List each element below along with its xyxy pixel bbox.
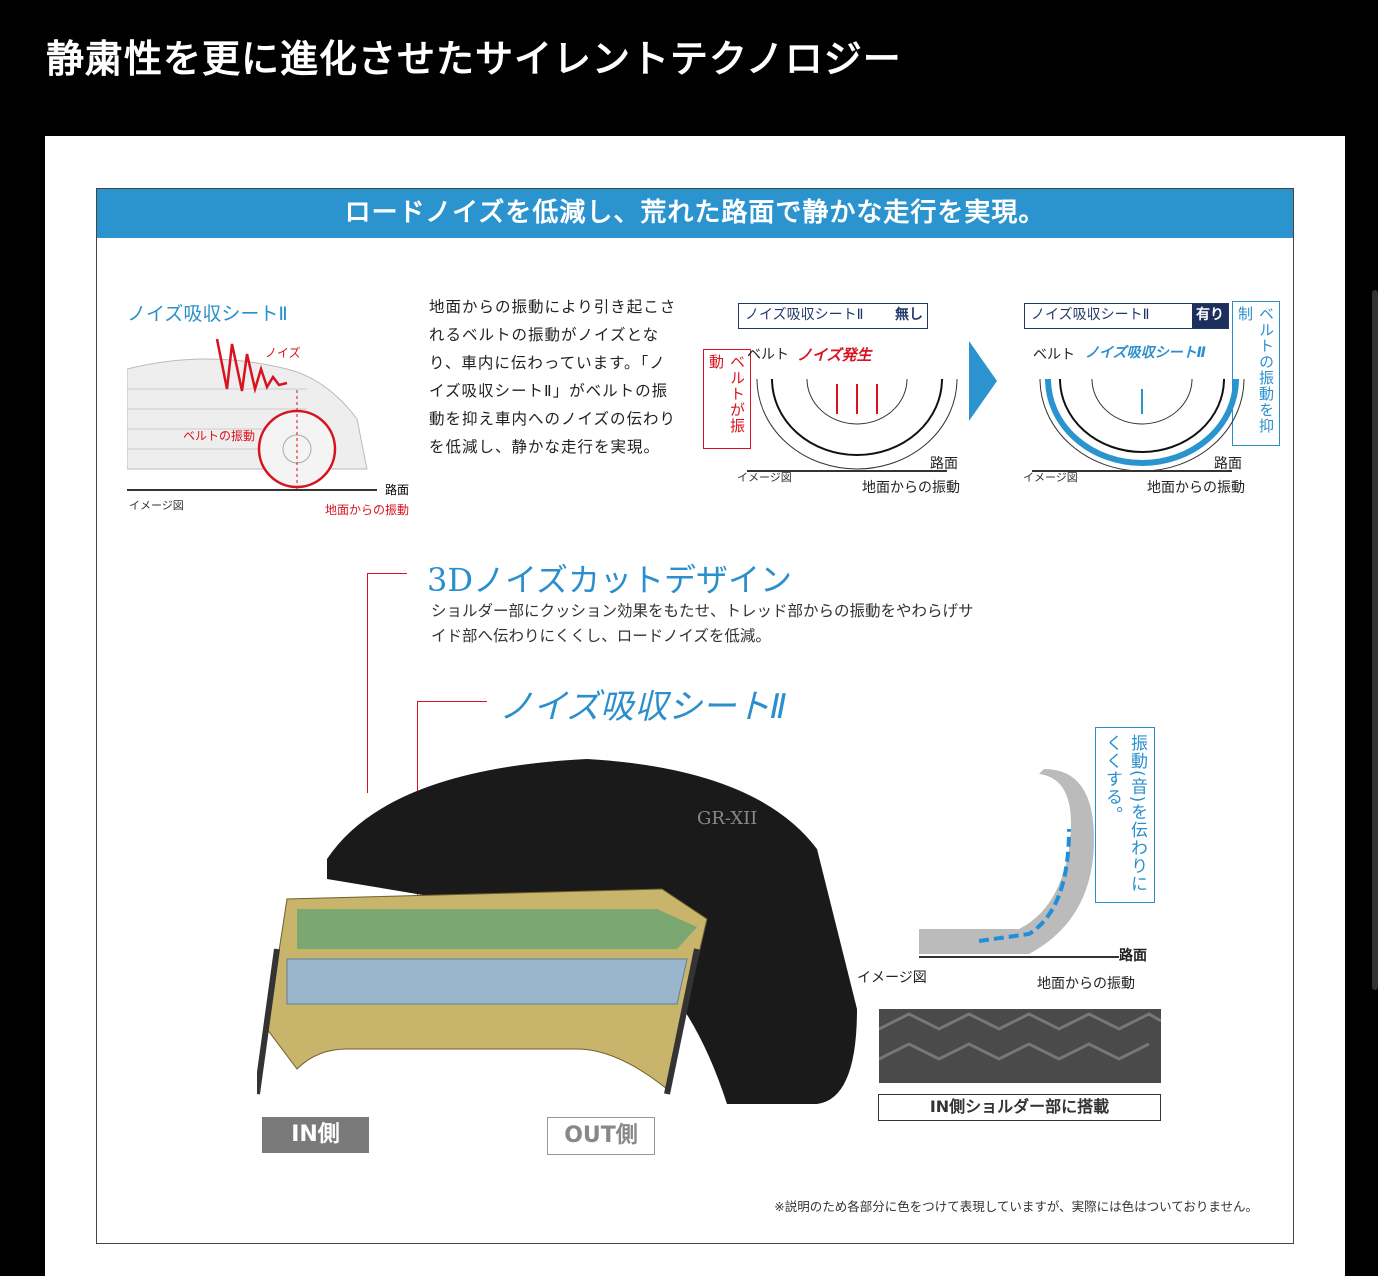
without-ground-vibration: 地面からの振動: [862, 480, 960, 496]
3d-design-title: 3Dノイズカットデザイン: [427, 561, 793, 599]
arrow-right-icon: [969, 341, 997, 421]
3d-leader-line: [367, 573, 407, 793]
in-side-label: IN側: [262, 1117, 369, 1153]
sheet-feature-title: ノイズ吸収シートⅡ: [499, 687, 787, 727]
with-ground-vibration: 地面からの振動: [1147, 480, 1245, 496]
shoulder-image-note: イメージ図: [857, 970, 927, 986]
tire-brand-mark: GR-XII: [697, 808, 757, 829]
belt-label: ベルト: [747, 347, 789, 363]
tire-cutaway: GR-XII: [257, 759, 857, 1104]
page-title: 静粛性を更に進化させたサイレントテクノロジー: [46, 37, 902, 81]
with-image-note: イメージ図: [1023, 471, 1078, 484]
banner: ロードノイズを低減し、荒れた路面で静かな走行を実現。: [97, 189, 1293, 238]
without-sheet-header: ノイズ吸収シートⅡ 無し: [738, 303, 928, 329]
footnote: ※説明のため各部分に色をつけて表現していますが、実際には色はついておりません。: [774, 1199, 1258, 1214]
shoulder-road-label: 路面: [1119, 948, 1147, 964]
road-label: 路面: [385, 483, 410, 497]
with-road-label: 路面: [1214, 456, 1242, 472]
without-image-note: イメージ図: [737, 471, 792, 484]
scrollbar[interactable]: [1372, 290, 1378, 990]
belt-vibration-label: ベルトの振動: [183, 429, 256, 443]
with-belt-label: ベルト: [1033, 347, 1075, 363]
transmission-label: 振動(音)を伝わりにくくする。: [1095, 727, 1155, 903]
infographic: ロードノイズを低減し、荒れた路面で静かな走行を実現。 ノイズ吸収シートⅡ ノイズ…: [96, 188, 1294, 1244]
without-header-label: ノイズ吸収シートⅡ: [745, 307, 864, 323]
with-state: 有り: [1192, 304, 1228, 328]
out-side-label: OUT側: [547, 1117, 655, 1155]
description-text: 地面からの振動により引き起こされるベルトの振動がノイズとなり、車内に伝わっていま…: [429, 298, 677, 456]
image-note: イメージ図: [129, 499, 184, 512]
left-diagram-title: ノイズ吸収シートⅡ: [127, 303, 288, 325]
with-header-label: ノイズ吸収シートⅡ: [1031, 307, 1150, 323]
car-diagram: [127, 338, 377, 491]
shoulder-ground-vibration: 地面からの振動: [1037, 976, 1135, 992]
ground-vibration-label: 地面からの振動: [325, 503, 410, 517]
shoulder-diagram: [919, 769, 1119, 958]
suppress-label: ベルトの振動を抑制: [1232, 301, 1280, 446]
sheet-label: ノイズ吸収シートⅡ: [1085, 345, 1206, 361]
with-sheet-diagram: [1032, 378, 1245, 472]
3d-design-text: ショルダー部にクッション効果をもたせ、トレッド部からの振動をやわらげサイド部へ伝…: [431, 602, 974, 645]
without-state: 無し: [895, 307, 923, 323]
without-road-label: 路面: [930, 456, 958, 472]
with-sheet-header: ノイズ吸収シートⅡ 有り: [1024, 303, 1229, 329]
shoulder-tread-pattern: [879, 1009, 1161, 1083]
belt-vibrates-label: ベルトが振動: [703, 349, 751, 449]
without-sheet-diagram: [747, 378, 958, 472]
shoulder-caption: IN側ショルダー部に搭載: [878, 1094, 1161, 1121]
noise-label: ノイズ: [265, 346, 301, 360]
noise-occurs-label: ノイズ発生: [797, 346, 872, 364]
